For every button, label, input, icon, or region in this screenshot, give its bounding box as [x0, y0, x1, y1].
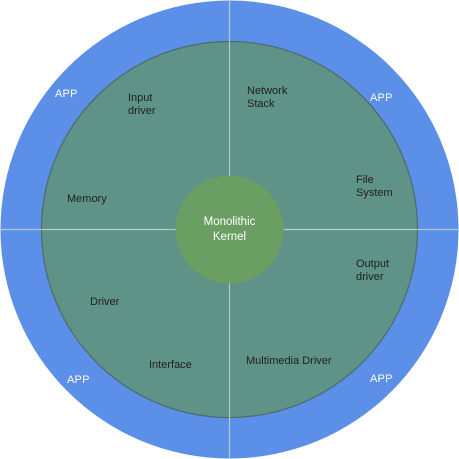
module-multimedia-driver: Multimedia Driver — [246, 355, 332, 367]
kernel-core-circle — [175, 175, 284, 284]
app-label-top-right: APP — [370, 92, 393, 104]
module-network-stack: Network Stack — [247, 85, 288, 110]
app-label-bottom-left: APP — [67, 374, 90, 386]
module-input-driver: Input driver — [128, 92, 156, 117]
module-interface: Interface — [149, 359, 192, 371]
module-file-system: File System — [356, 174, 393, 199]
module-output-driver: Output driver — [356, 258, 390, 283]
app-label-bottom-right: APP — [370, 373, 393, 385]
module-memory: Memory — [67, 193, 107, 205]
kernel-label: Monolithic Kernel — [203, 216, 256, 243]
app-label-top-left: APP — [55, 88, 78, 100]
module-driver: Driver — [90, 296, 120, 308]
